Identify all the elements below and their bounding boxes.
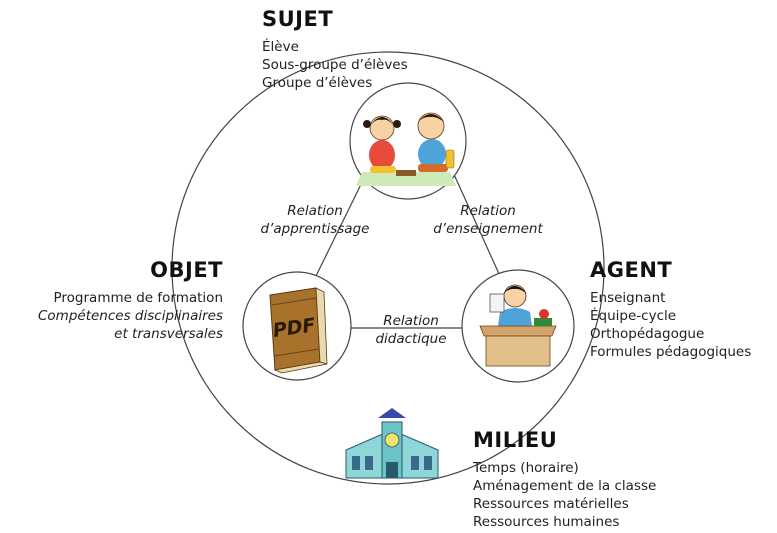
agent-item: Enseignant (590, 290, 666, 306)
objet-node: PDF (242, 271, 352, 381)
agent-item: Formules pédagogiques (590, 344, 752, 360)
relation-label-line: Relation (383, 313, 439, 329)
sujet-item: Sous-groupe d’élèves (262, 57, 408, 73)
relation-label-didactique: Relation didactique (351, 312, 471, 348)
sujet-items: Élève Sous-groupe d’élèves Groupe d’élèv… (262, 38, 408, 92)
children-icon (356, 112, 456, 186)
sujet-title: SUJET (262, 7, 334, 31)
relation-label-line: d’apprentissage (260, 221, 370, 237)
agent-item: Orthopédagogue (590, 326, 705, 342)
school-building-icon (345, 408, 439, 479)
agent-title: AGENT (590, 258, 673, 282)
objet-item: et transversales (114, 326, 223, 342)
sujet-node (349, 82, 467, 200)
milieu-outer-circle (171, 51, 605, 485)
objet-title: OBJET (150, 258, 223, 282)
relation-label-apprentissage: Relation d’apprentissage (240, 202, 390, 238)
relation-label-line: Relation (460, 203, 516, 219)
relation-label-line: Relation (287, 203, 343, 219)
sujet-item: Groupe d’élèves (262, 75, 373, 91)
milieu-item: Ressources matérielles (473, 496, 629, 512)
relation-line-enseignement (451, 169, 501, 277)
objet-item: Programme de formation (53, 290, 223, 306)
relation-label-line: d’enseignement (433, 221, 543, 237)
relation-label-line: didactique (375, 331, 447, 347)
teacher-at-desk-icon (479, 284, 557, 367)
sujet-item: Élève (262, 39, 299, 55)
milieu-title: MILIEU (473, 428, 558, 452)
agent-items: Enseignant Équipe-cycle Orthopédagogue F… (590, 289, 751, 361)
milieu-item: Aménagement de la classe (473, 478, 657, 494)
objet-items: Programme de formation Compétences disci… (10, 289, 223, 343)
milieu-items: Temps (horaire) Aménagement de la classe… (473, 459, 656, 531)
relation-line-apprentissage (315, 169, 369, 277)
objet-item: Compétences disciplinaires (38, 308, 223, 324)
relation-label-enseignement: Relation d’enseignement (413, 202, 563, 238)
agent-item: Équipe-cycle (590, 308, 677, 324)
milieu-item: Ressources humaines (473, 514, 620, 530)
agent-node (461, 269, 575, 383)
milieu-item: Temps (horaire) (473, 460, 579, 476)
pdf-book-icon: PDF (269, 287, 328, 374)
